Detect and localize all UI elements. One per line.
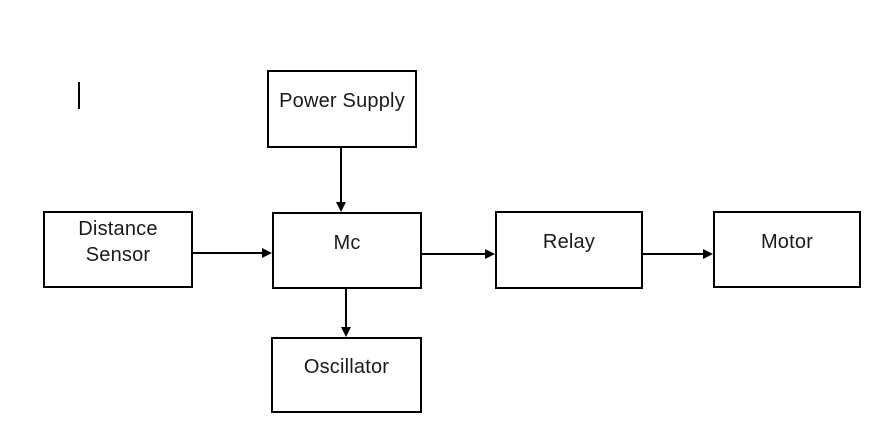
node-relay[interactable]: Relay: [495, 211, 643, 289]
connector-line: [340, 148, 342, 202]
arrowhead-right: [703, 249, 713, 259]
node-motor[interactable]: Motor: [713, 211, 861, 288]
node-power-supply-label: Power Supply: [279, 90, 405, 112]
node-mc[interactable]: Mc: [272, 212, 422, 289]
arrowhead-down: [341, 327, 351, 337]
node-relay-label: Relay: [542, 231, 596, 253]
connector-line: [643, 253, 703, 255]
node-mc-label: Mc: [333, 231, 361, 254]
node-distance-sensor-label: Distance Sensor: [78, 217, 158, 266]
connector-line: [422, 253, 485, 255]
text-cursor: [78, 82, 80, 109]
connector-line: [193, 252, 262, 254]
node-oscillator[interactable]: Oscillator: [271, 337, 422, 413]
arrowhead-right: [485, 249, 495, 259]
node-power-supply[interactable]: Power Supply: [267, 70, 417, 148]
node-oscillator-label: Oscillator: [303, 356, 390, 378]
node-distance-sensor[interactable]: Distance Sensor: [43, 211, 193, 288]
node-motor-label: Motor: [760, 230, 814, 253]
connector-line: [345, 289, 347, 327]
arrowhead-right: [262, 248, 272, 258]
arrowhead-down: [336, 202, 346, 212]
